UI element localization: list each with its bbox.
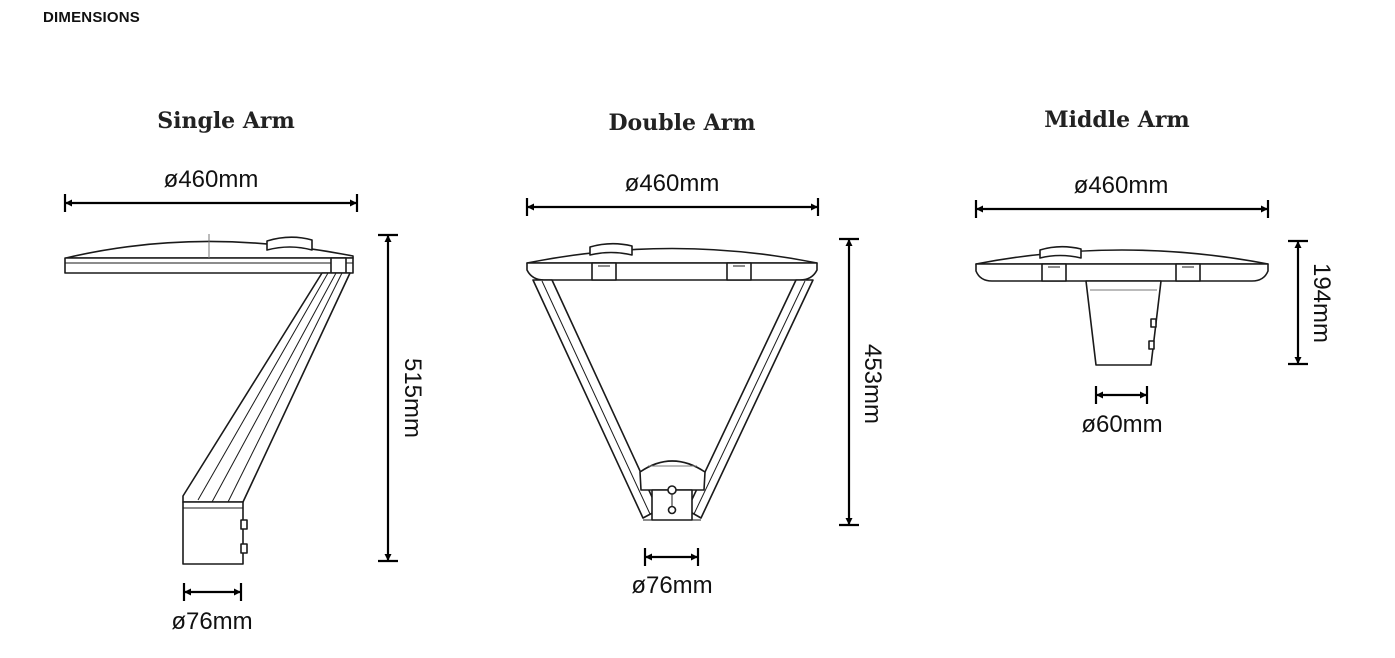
single-arm-tube bbox=[182, 272, 351, 503]
middle-pole-label: ø60mm bbox=[1081, 411, 1162, 438]
double-width-label: ø460mm bbox=[625, 170, 720, 197]
page-heading: DIMENSIONS bbox=[43, 9, 141, 26]
double-lamp-head bbox=[526, 242, 818, 281]
single-pole-label: ø76mm bbox=[171, 608, 252, 635]
middle-width-label: ø460mm bbox=[1074, 172, 1169, 199]
single-arm-panel: Single Arm ø460mm bbox=[63, 108, 426, 635]
single-pole-clamp bbox=[182, 501, 248, 565]
middle-arm-panel: Middle Arm ø460mm 194mm bbox=[974, 107, 1335, 438]
middle-arm-title: Middle Arm bbox=[1044, 107, 1189, 133]
middle-lamp-head bbox=[975, 245, 1269, 282]
middle-post bbox=[1085, 280, 1162, 366]
double-height-label: 453mm bbox=[859, 344, 886, 424]
single-lamp-head bbox=[64, 234, 354, 274]
double-pole-label: ø76mm bbox=[631, 572, 712, 599]
single-arm-title: Single Arm bbox=[157, 108, 295, 134]
middle-height-label: 194mm bbox=[1308, 263, 1335, 343]
single-height-label: 515mm bbox=[399, 358, 426, 438]
single-width-label: ø460mm bbox=[164, 166, 259, 193]
double-hub bbox=[639, 460, 706, 521]
double-arm-panel: Double Arm ø460mm bbox=[525, 110, 886, 599]
double-arm-left bbox=[532, 279, 659, 519]
double-arm-right bbox=[686, 279, 814, 519]
double-arm-title: Double Arm bbox=[608, 110, 755, 136]
